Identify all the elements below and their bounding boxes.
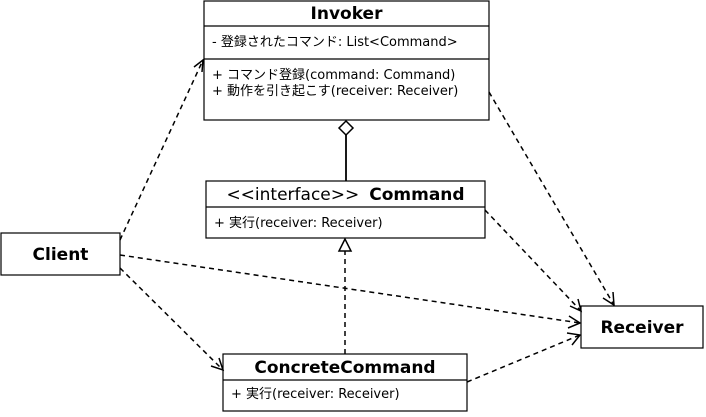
dependency-concrete-receiver: [466, 332, 582, 383]
arrow-head: [569, 298, 583, 313]
arrow-head: [193, 58, 204, 73]
dependency-line: [119, 59, 204, 241]
client-box: [0, 232, 121, 276]
dependency-client-receiver: [119, 254, 582, 329]
dependency-client-concrete: [119, 267, 225, 372]
invoker-title: Invoker: [311, 4, 384, 24]
receiver-title: Receiver: [600, 318, 684, 338]
invoker-box: [203, 0, 490, 121]
realization-concrete-to-command: [337, 237, 353, 354]
realization-triangle: [337, 237, 353, 252]
arrow-head: [602, 291, 615, 307]
concrete-command-title: ConcreteCommand: [254, 358, 435, 378]
concrete-command-operation-execute: + 実行(receiver: Receiver): [231, 386, 400, 402]
command-interface[interactable]: <<interface>> Command + 実行(receiver: Rec…: [205, 180, 486, 239]
aggregation-diamond: [337, 119, 355, 137]
concrete-command-class[interactable]: ConcreteCommand + 実行(receiver: Receiver): [222, 353, 468, 412]
command-header: <<interface>> Command: [226, 185, 464, 205]
dependency-line: [119, 254, 581, 324]
command-operation-execute: + 実行(receiver: Receiver): [214, 215, 383, 231]
dependency-client-invoker: [119, 58, 204, 241]
client-class[interactable]: Client: [0, 232, 121, 276]
receiver-box: [580, 305, 704, 349]
dependency-line: [466, 334, 581, 383]
invoker-operation-trigger: + 動作を引き起こす(receiver: Receiver): [212, 84, 458, 99]
dependency-invoker-receiver: [488, 91, 615, 307]
client-title: Client: [33, 245, 89, 265]
invoker-class[interactable]: Invoker - 登録されたコマンド: List<Command> + コマン…: [203, 0, 490, 121]
receiver-class[interactable]: Receiver: [580, 305, 704, 349]
invoker-operation-register: + コマンド登録(command: Command): [212, 68, 455, 83]
command-title: Command: [369, 185, 464, 205]
command-stereotype: <<interface>>: [226, 185, 359, 205]
invoker-attribute: - 登録されたコマンド: List<Command>: [212, 35, 458, 50]
dependency-line: [488, 91, 615, 306]
arrow-head: [567, 315, 582, 329]
aggregation-invoker-command: [337, 119, 355, 181]
arrow-head: [566, 332, 582, 346]
arrow-head: [210, 357, 225, 372]
concrete-command-box: [222, 353, 468, 412]
dependency-line: [119, 267, 224, 371]
dependency-command-receiver: [484, 209, 583, 313]
